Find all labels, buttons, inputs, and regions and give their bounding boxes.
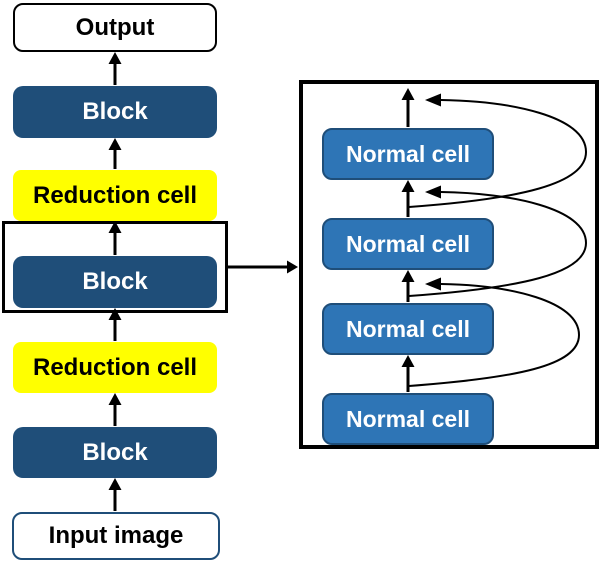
normal-cell-label: Normal cell xyxy=(346,315,470,342)
output-box: Output xyxy=(13,3,217,52)
reduction-cell-bottom-box: Reduction cell xyxy=(13,342,217,393)
block-top-label: Block xyxy=(82,98,148,125)
block-middle-label: Block xyxy=(82,268,148,295)
block-top-box: Block xyxy=(13,86,217,138)
normal-cell-label: Normal cell xyxy=(346,140,470,167)
up-arrow-block-to-reduction xyxy=(108,393,122,426)
block-bottom-box: Block xyxy=(13,427,217,478)
normal-cell-label: Normal cell xyxy=(346,230,470,257)
normal-cell-box-2: Normal cell xyxy=(322,218,494,270)
normal-cell-box-1: Normal cell xyxy=(322,128,494,180)
reduction-cell-bottom-label: Reduction cell xyxy=(32,353,198,381)
up-arrow-block-to-output xyxy=(108,52,122,85)
input-image-label: Input image xyxy=(48,522,184,549)
normal-cells-frame xyxy=(299,80,599,449)
up-arrow-input-to-block xyxy=(108,478,122,511)
normal-cell-box-3: Normal cell xyxy=(322,303,494,355)
reduction-cell-top-box: Reduction cell xyxy=(13,170,217,221)
normal-cell-box-4: Normal cell xyxy=(322,393,494,445)
block-bottom-label: Block xyxy=(82,438,148,466)
block-to-detail-arrow xyxy=(228,260,298,274)
block-middle-box: Block xyxy=(13,256,217,308)
input-image-box: Input image xyxy=(12,512,220,560)
normal-cell-label: Normal cell xyxy=(346,405,470,432)
up-arrow-reduction-to-block-2 xyxy=(108,138,122,169)
output-label: Output xyxy=(75,13,155,41)
reduction-cell-top-label: Reduction cell xyxy=(32,181,198,209)
